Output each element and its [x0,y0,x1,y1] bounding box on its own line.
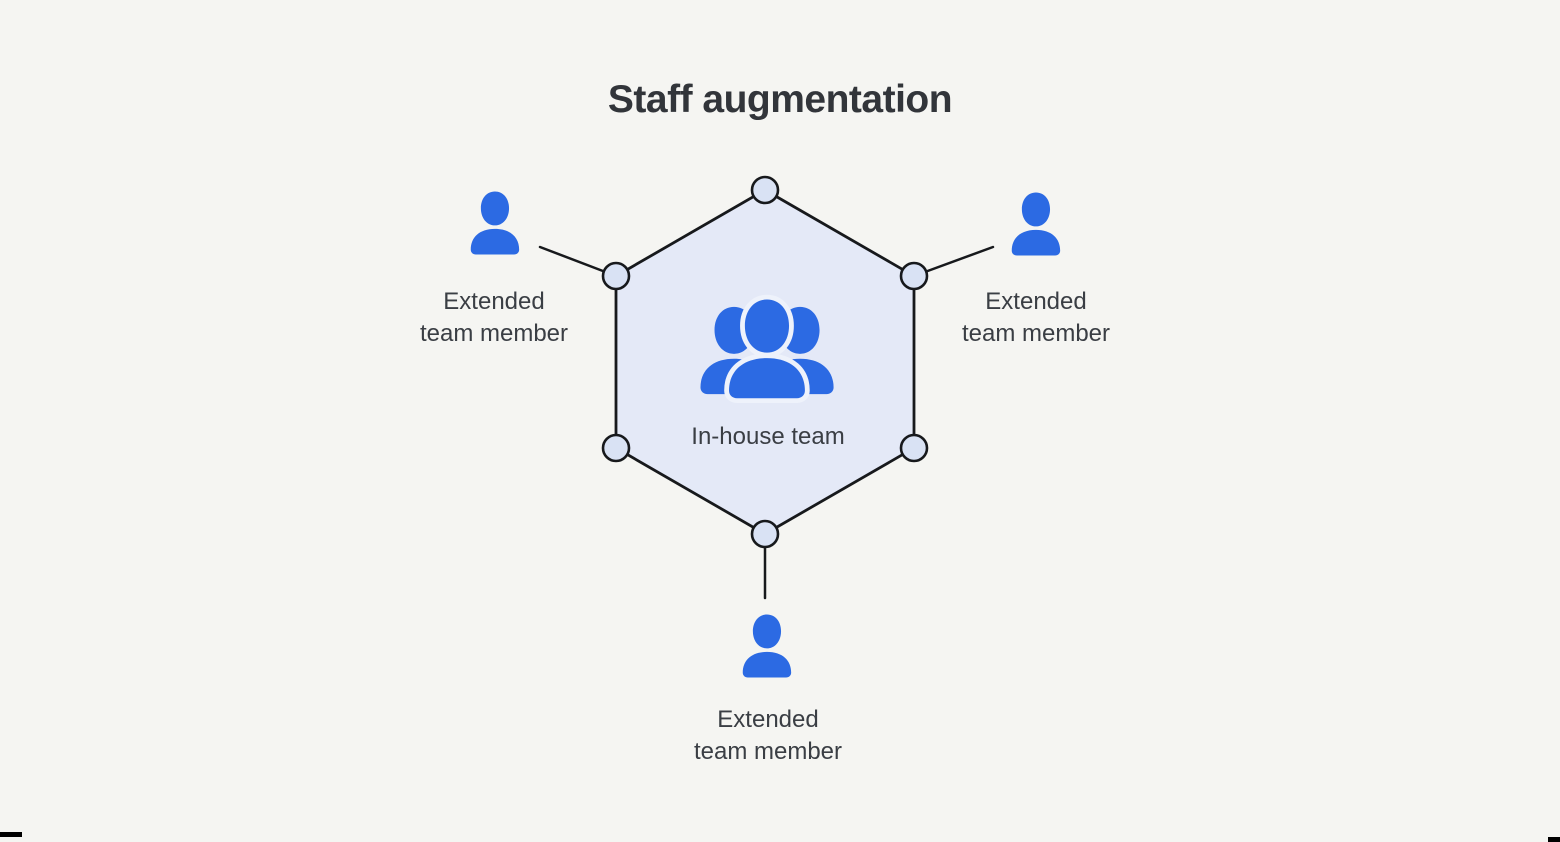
hexagon-node-upper-right [899,261,929,291]
hexagon-node-bottom [750,519,780,549]
page-title: Staff augmentation [607,78,953,121]
hexagon-node-lower-right [899,433,929,463]
hexagon-node-lower-left [601,433,631,463]
in-house-team-label: In-house team [691,423,845,450]
person-icon-bottom [742,614,792,678]
member-label-line2: team member [693,738,843,765]
corner-artifact-bottom-left [0,832,22,837]
corner-artifact-bottom-right [1548,837,1560,842]
member-label-top-left: Extended team member [420,286,568,350]
hexagon-node-upper-left [601,261,631,291]
hexagon-node-top [750,175,780,205]
member-label-line1: Extended [717,706,819,733]
person-icon-top-right [1011,192,1061,256]
member-label-top-right: Extended team member [962,286,1110,350]
person-icon-top-left [470,191,520,255]
member-label-line1: Extended [443,288,545,315]
member-label-bottom: Extended team member [694,704,842,768]
member-label-line2: team member [419,320,569,347]
member-label-line1: Extended [985,288,1087,315]
member-label-line2: team member [961,320,1111,347]
